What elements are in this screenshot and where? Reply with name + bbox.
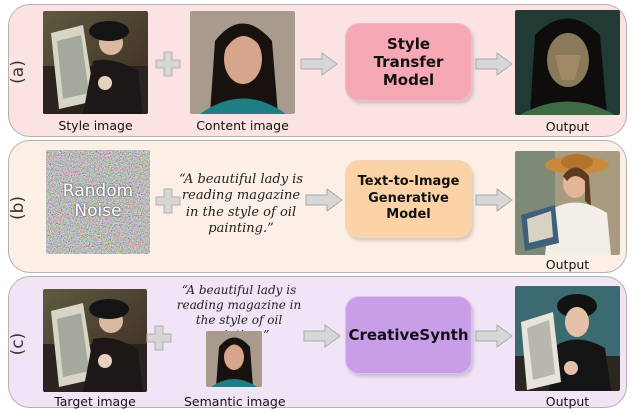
- semantic-image: [206, 331, 262, 387]
- caption-style-image: Style image: [58, 118, 133, 133]
- row-tag-a: (a): [8, 60, 28, 84]
- output-image-c: [515, 286, 620, 391]
- random-noise-label: Random Noise: [62, 181, 134, 222]
- model-label: CreativeSynth: [348, 326, 469, 344]
- random-noise-image: [46, 150, 150, 254]
- plus-icon: [146, 325, 172, 351]
- content-image: [190, 11, 295, 114]
- output-image-a: [515, 10, 620, 115]
- caption-target-image: Target image: [54, 394, 136, 409]
- row-tag-b: (b): [8, 195, 28, 221]
- creativesynth-model-box: CreativeSynth: [345, 296, 472, 374]
- arrow-right-icon: [475, 188, 513, 212]
- caption-output: Output: [545, 394, 590, 409]
- model-label: Style Transfer Model: [373, 35, 444, 89]
- style-image: [43, 11, 148, 114]
- model-label: Text-to-Image Generative Model: [357, 173, 460, 223]
- plus-icon: [155, 188, 181, 214]
- text-prompt-b: “A beautiful lady is reading magazine in…: [178, 172, 304, 236]
- caption-semantic-image: Semantic image: [184, 394, 286, 409]
- arrow-right-icon: [300, 52, 338, 76]
- caption-output: Output: [545, 119, 590, 134]
- caption-output: Output: [545, 257, 590, 272]
- arrow-right-icon: [305, 188, 343, 212]
- arrow-right-icon: [475, 324, 513, 348]
- plus-icon: [155, 51, 181, 77]
- caption-content-image: Content image: [196, 118, 289, 133]
- arrow-right-icon: [475, 52, 513, 76]
- style-transfer-model-box: Style Transfer Model: [345, 23, 472, 101]
- arrow-right-icon: [303, 324, 341, 348]
- text-to-image-model-box: Text-to-Image Generative Model: [345, 160, 472, 238]
- target-image: [43, 289, 147, 392]
- output-image-b: [515, 151, 620, 255]
- row-tag-c: (c): [8, 332, 28, 356]
